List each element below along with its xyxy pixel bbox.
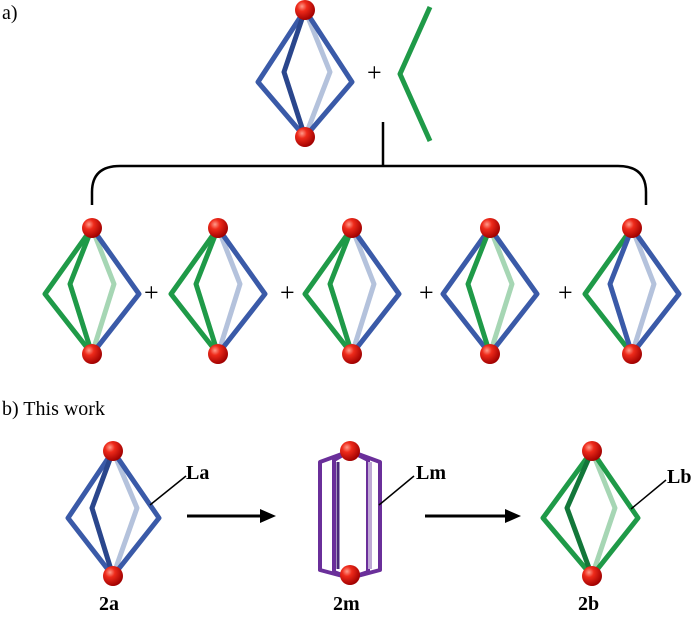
- ligand-strand: [465, 227, 493, 355]
- compound-label-2b: 2b: [578, 593, 600, 615]
- ligand-strand: [607, 227, 635, 355]
- metal-node: [340, 565, 360, 585]
- plus-sign: +: [144, 278, 159, 307]
- metal-node: [208, 344, 228, 364]
- free-ligand-green: [397, 5, 433, 143]
- compound-label-2m: 2m: [333, 593, 360, 615]
- ligand-strand: [327, 227, 355, 355]
- ligand-strand: [487, 226, 540, 356]
- plus-sign: +: [280, 278, 295, 307]
- ligand-strand: [582, 226, 635, 356]
- ligand-pointer-La: [149, 475, 187, 506]
- reaction-arrow-2: [425, 509, 521, 523]
- ligand-strand: [215, 227, 243, 355]
- product-cage-4: [440, 218, 540, 364]
- ligand-strand: [215, 226, 268, 356]
- metal-node: [582, 441, 602, 461]
- metal-node: [622, 344, 642, 364]
- ligand-strand: [440, 226, 493, 356]
- ligand-pointer-Lb: [630, 479, 667, 510]
- metal-node: [82, 218, 102, 238]
- metal-node: [622, 218, 642, 238]
- metal-node: [103, 441, 123, 461]
- ligand-strand: [487, 227, 515, 355]
- ligand-strand: [193, 227, 221, 355]
- metal-node: [208, 218, 228, 238]
- product-bracket: [90, 122, 648, 205]
- ligand-label-Lb: Lb: [667, 466, 692, 488]
- ligand-strand: [629, 227, 657, 355]
- metal-node: [480, 344, 500, 364]
- metal-node: [82, 344, 102, 364]
- ligand-pointer-Lm: [378, 475, 415, 506]
- product-cage-3: [302, 218, 402, 364]
- ligand-strand: [349, 227, 377, 355]
- panel-b-label: b) This work: [2, 398, 105, 420]
- ligand-strand: [168, 226, 221, 356]
- metal-node: [340, 441, 360, 461]
- product-cage-2: [168, 218, 268, 364]
- cage-2m: [318, 441, 415, 585]
- ligand-label-Lm: Lm: [416, 462, 446, 484]
- reactant-cage-blue: [255, 0, 355, 147]
- ligand-strand: [349, 226, 402, 356]
- metal-node: [342, 344, 362, 364]
- ligand-strand: [67, 227, 95, 355]
- metal-node-top: [295, 0, 315, 20]
- plus-sign: +: [367, 58, 382, 87]
- ligand-strand: [42, 226, 95, 356]
- ligand-strand: [89, 227, 117, 355]
- product-cage-5: [582, 218, 682, 364]
- panel-a-label: a): [2, 2, 18, 24]
- product-cage-1: [42, 218, 142, 364]
- metal-node: [103, 566, 123, 586]
- metal-node: [582, 566, 602, 586]
- ligand-strand: [89, 226, 142, 356]
- cage-2a: [65, 441, 187, 586]
- metal-node: [480, 218, 500, 238]
- reaction-arrow-1: [187, 509, 276, 523]
- cage-2b: [540, 441, 667, 586]
- plus-sign: +: [558, 278, 573, 307]
- metal-node-bottom: [295, 127, 315, 147]
- ligand-strand: [629, 226, 682, 356]
- ligand-label-La: La: [186, 462, 210, 484]
- compound-label-2a: 2a: [99, 593, 119, 615]
- ligand-strand: [302, 226, 355, 356]
- metal-node: [342, 218, 362, 238]
- plus-sign: +: [419, 278, 434, 307]
- product-cages: [42, 218, 682, 364]
